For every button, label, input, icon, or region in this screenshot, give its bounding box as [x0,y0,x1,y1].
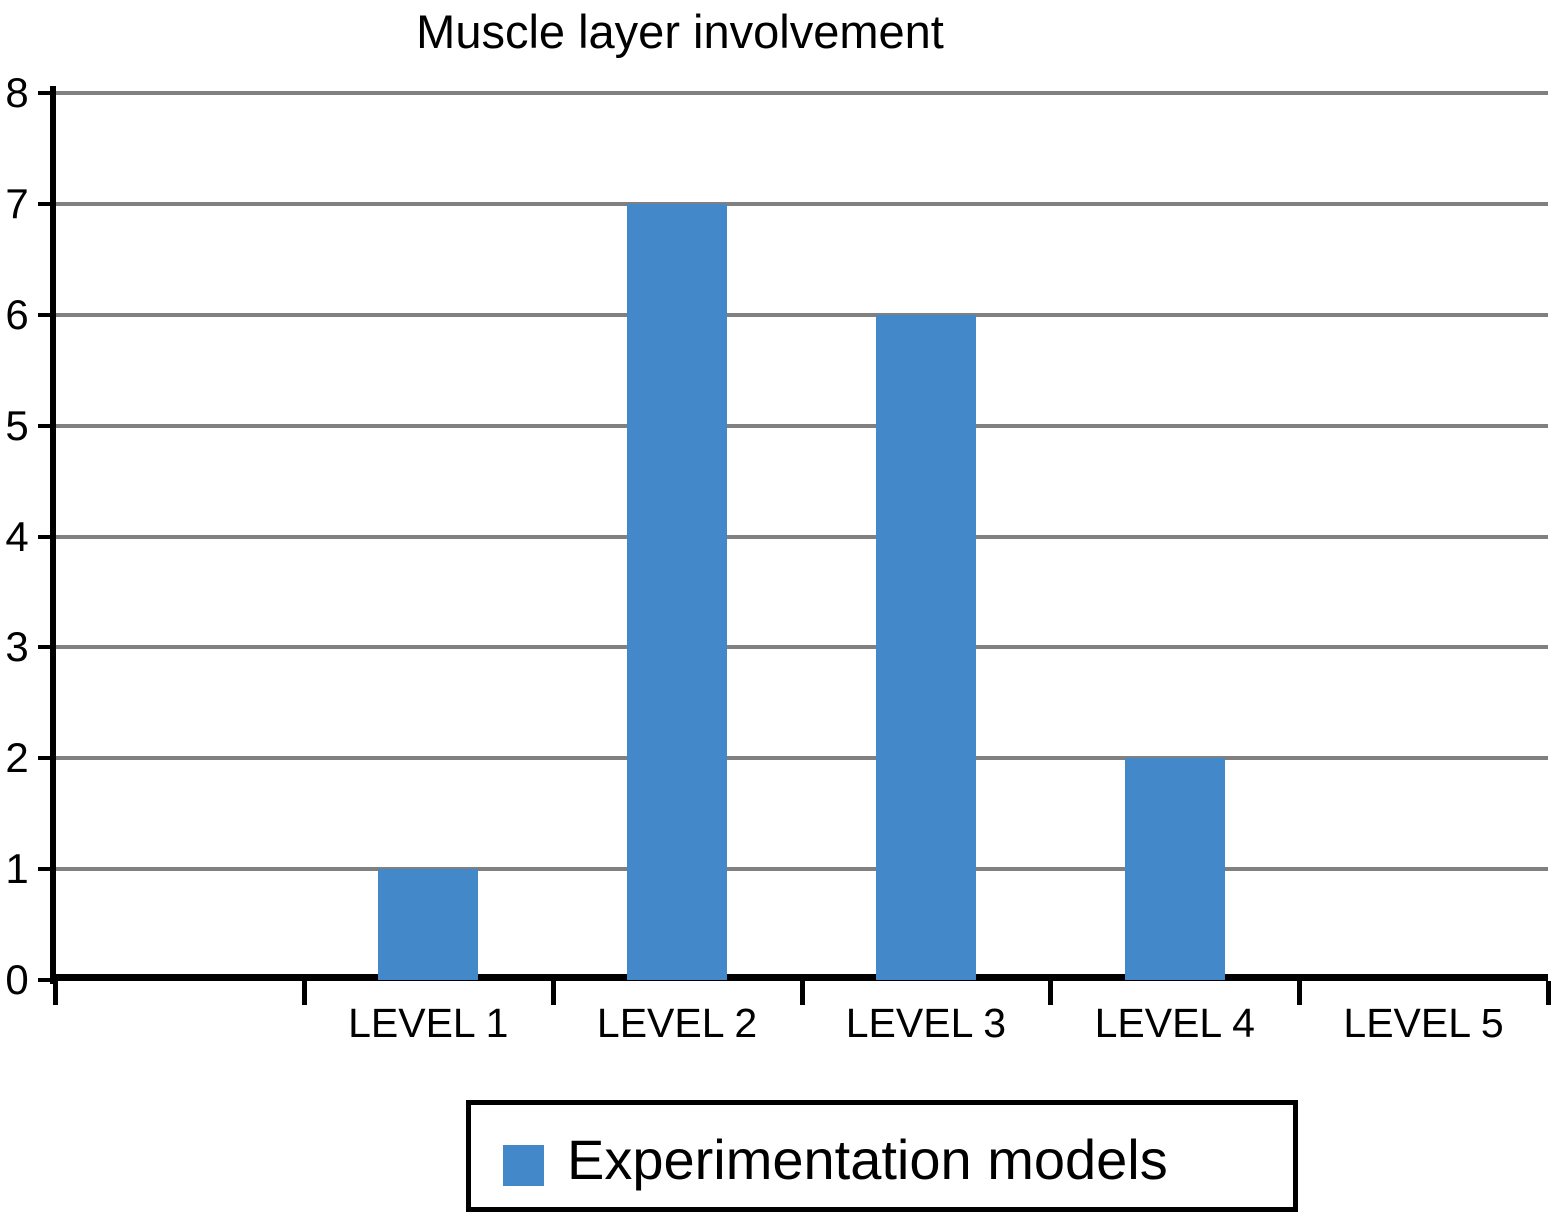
gridline [55,756,1548,761]
gridline [55,312,1548,317]
x-axis-tick-label: LEVEL 2 [596,1000,758,1046]
x-axis-tick-label: LEVEL 1 [348,1000,509,1046]
bar [378,869,479,980]
y-axis-tick-label: 1 [5,845,29,893]
x-axis-line [50,974,1548,981]
x-axis-tick [1546,981,1551,1005]
gridline [55,201,1548,206]
bar [875,314,976,980]
x-axis-tick-label: LEVEL 4 [1094,1000,1255,1046]
legend: Experimentation models [466,1100,1298,1212]
gridline [55,534,1548,539]
bar [1124,758,1225,980]
x-axis-tick-label: LEVEL 5 [1343,1000,1504,1046]
legend-swatch-experimentation-models [503,1145,544,1186]
y-axis-tick [38,645,55,650]
gridline [55,91,1548,95]
x-axis-tick [1297,981,1303,1005]
gridline [55,423,1548,428]
y-axis-tick [38,423,55,428]
x-axis-tick [301,981,307,1005]
bar [627,203,728,980]
x-axis-tick-label: LEVEL 3 [845,1000,1007,1046]
y-axis-tick [38,867,55,872]
legend-label-experimentation-models: Experimentation models [567,1128,1168,1191]
y-axis-tick [38,756,55,761]
x-axis-tick [799,981,805,1005]
y-axis-tick [38,978,55,982]
y-axis-tick-label: 8 [5,69,29,116]
y-axis-tick [38,91,55,95]
y-axis-tick [38,312,55,317]
plot-area [55,91,1548,980]
y-axis-tick-label: 3 [5,623,29,671]
y-axis-tick-label: 6 [5,290,29,338]
y-axis-tick [38,201,55,206]
x-axis-tick [550,981,556,1005]
y-axis-tick-label: 4 [5,512,29,560]
y-axis-tick-label: 5 [5,401,29,449]
gridline [55,867,1548,872]
chart-title: Muscle layer involvement [416,5,944,58]
y-axis-tick-label: 2 [5,734,29,782]
y-axis-tick [38,534,55,539]
x-axis-tick [53,981,58,1005]
x-axis-tick [1048,981,1054,1005]
y-axis-tick-label: 0 [5,956,29,1003]
gridline [55,645,1548,650]
y-axis-tick-label: 7 [5,179,29,227]
